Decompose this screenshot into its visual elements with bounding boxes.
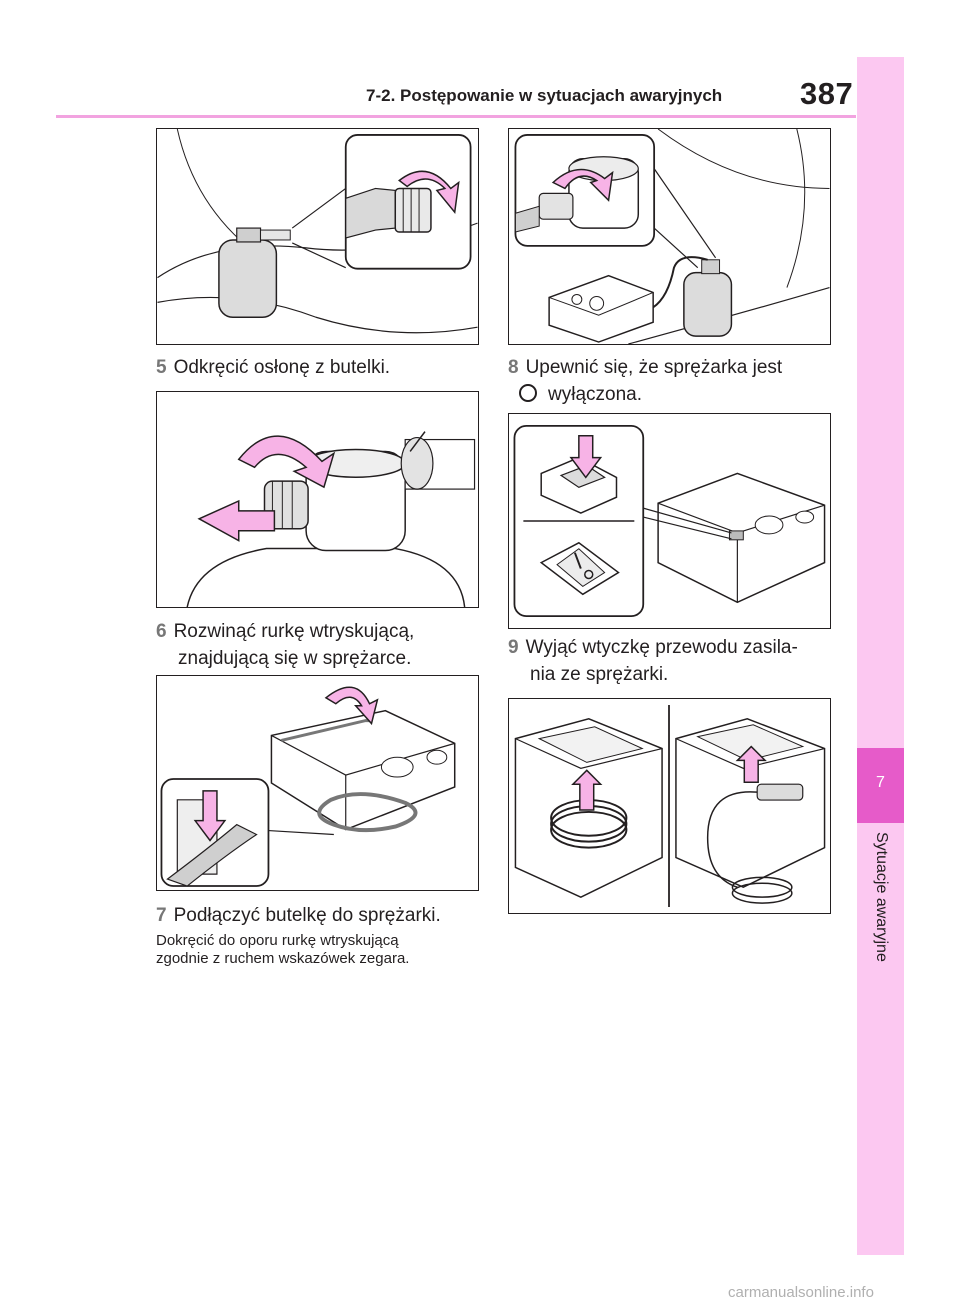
- page-number: 387: [800, 76, 854, 111]
- switch-off-illustration: [513, 424, 826, 618]
- step-8: 8 Upewnić się, że sprężarka jest wyłączon…: [508, 354, 782, 408]
- step-7-number: 7: [156, 905, 167, 926]
- compressor-hose-illustration: [160, 686, 456, 887]
- lift-up-arrow-icon: [735, 745, 767, 783]
- figure-cap-removal-detail: [156, 128, 479, 345]
- bottle-cap-illustration: [157, 129, 478, 334]
- connect-bottle-illustration: [514, 129, 830, 344]
- press-down-arrow-icon: [193, 790, 227, 842]
- chapter-number: 7: [876, 774, 885, 791]
- step-9-line2: nia ze sprężarki.: [530, 664, 669, 685]
- unscrew-cap-illustration: [186, 431, 476, 607]
- step-8-number: 8: [508, 357, 519, 378]
- figure-connect-bottle: [508, 128, 831, 345]
- footer-watermark[interactable]: carmanualsonline.info: [728, 1284, 874, 1301]
- step-8-line2: wyłączona.: [548, 384, 642, 405]
- chapter-side-tab: [857, 57, 904, 1255]
- unplug-cable-illustration: [514, 704, 826, 908]
- header-rule: [56, 115, 856, 118]
- rotate-arrow-icon: [398, 170, 460, 215]
- step-8-line1: Upewnić się, że sprężarka jest: [525, 357, 783, 378]
- figure-unplug-cable: [508, 698, 831, 914]
- step-9-line1: Wyjąć wtyczkę przewodu zasila-: [525, 637, 798, 658]
- step-7-note: Dokręcić do oporu rurkę wtryskującą zgod…: [156, 932, 409, 968]
- rotate-arrow-icon: [324, 686, 379, 726]
- step-7-text: Podłączyć butelkę do sprężarki.: [173, 905, 441, 926]
- chapter-label-container: Sytuacje awaryjne: [866, 832, 896, 992]
- step-5: 5 Odkręcić osłonę z butelki.: [156, 354, 390, 381]
- rotate-arrow-icon: [551, 168, 614, 202]
- lift-up-arrow-icon: [571, 769, 603, 811]
- step-6-line2: znajdującą się w sprężarce.: [178, 648, 412, 669]
- step-6: 6 Rozwinąć rurkę wtryskującą, znajdującą …: [156, 618, 414, 672]
- step-6-number: 6: [156, 621, 167, 642]
- figure-switch-off: [508, 413, 831, 629]
- step-9: 9 Wyjąć wtyczkę przewodu zasila- nia ze s…: [508, 634, 798, 688]
- section-title: 7-2. Postępowanie w sytuacjach awaryjnyc…: [366, 86, 723, 105]
- rotate-arrow-icon: [237, 435, 336, 489]
- step-7-note-line1: Dokręcić do oporu rurkę wtryskującą: [156, 932, 399, 949]
- step-7: 7 Podłączyć butelkę do sprężarki.: [156, 902, 441, 929]
- chapter-label: Sytuacje awaryjne: [873, 832, 890, 962]
- chapter-number-tab[interactable]: 7: [857, 748, 904, 823]
- step-9-number: 9: [508, 637, 519, 658]
- step-5-number: 5: [156, 357, 167, 378]
- figure-unscrew-cap: [156, 391, 479, 608]
- step-7-note-line2: zgodnie z ruchem wskazówek zegara.: [156, 950, 410, 967]
- off-position-circle-icon: [519, 384, 537, 402]
- step-5-text: Odkręcić osłonę z butelki.: [173, 357, 391, 378]
- pull-arrow-icon: [197, 499, 276, 542]
- press-down-arrow-icon: [569, 435, 603, 479]
- step-6-line1: Rozwinąć rurkę wtryskującą,: [173, 621, 415, 642]
- figure-unwind-hose: [156, 675, 479, 891]
